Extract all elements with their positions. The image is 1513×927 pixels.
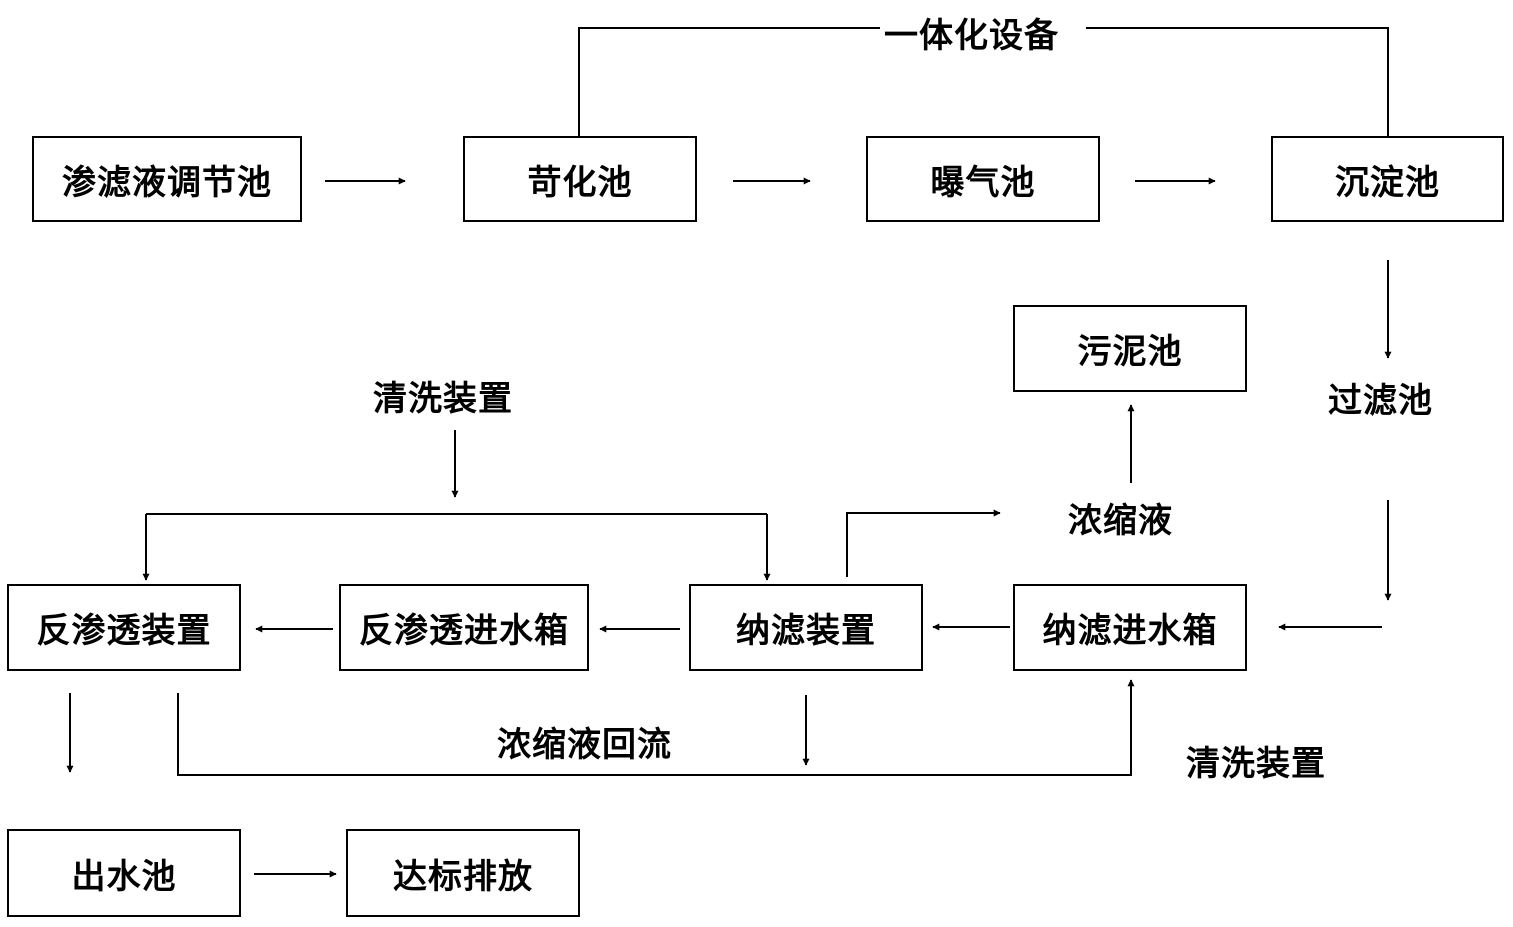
node-sludge-tank-label: 污泥池	[1077, 332, 1183, 372]
node-ro-inlet-tank: 反渗透进水箱	[339, 584, 589, 671]
arrow-concentrate-reflux	[177, 679, 1135, 776]
node-discharge: 达标排放	[346, 829, 580, 917]
node-sludge-tank: 污泥池	[1013, 305, 1247, 392]
node-ro-device-label: 反渗透装置	[36, 611, 212, 651]
node-leachate-tank: 渗滤液调节池	[32, 136, 302, 222]
arrow-nf-to-concentrate	[846, 509, 1001, 577]
label-concentrate: 浓缩液	[1068, 501, 1173, 541]
integrated-bracket-line	[578, 27, 1389, 136]
node-sedimentation-tank: 沉淀池	[1271, 136, 1504, 222]
node-discharge-label: 达标排放	[393, 856, 533, 897]
label-cleaning-device-top: 清洗装置	[373, 379, 513, 419]
node-nf-device-label: 纳滤装置	[736, 611, 876, 651]
node-leachate-tank-label: 渗滤液调节池	[62, 162, 272, 203]
label-filter-tank: 过滤池	[1328, 381, 1433, 421]
node-ro-device: 反渗透装置	[7, 584, 241, 671]
node-nf-device: 纳滤装置	[689, 584, 923, 671]
node-nf-inlet-tank: 纳滤进水箱	[1013, 584, 1247, 671]
node-outlet-tank-label: 出水池	[71, 856, 177, 897]
node-nf-inlet-tank-label: 纳滤进水箱	[1042, 611, 1218, 651]
node-aeration-tank: 曝气池	[866, 136, 1100, 222]
node-nitrification-tank-label: 苛化池	[527, 162, 633, 203]
label-integrated-equipment: 一体化设备	[884, 16, 1059, 56]
node-ro-inlet-tank-label: 反渗透进水箱	[359, 611, 569, 651]
label-concentrate-reflux: 浓缩液回流	[497, 725, 672, 765]
node-nitrification-tank: 苛化池	[463, 136, 697, 222]
node-sedimentation-tank-label: 沉淀池	[1335, 162, 1440, 203]
node-aeration-tank-label: 曝气池	[930, 162, 1036, 203]
label-cleaning-device-right: 清洗装置	[1186, 744, 1326, 784]
node-outlet-tank: 出水池	[7, 829, 241, 917]
